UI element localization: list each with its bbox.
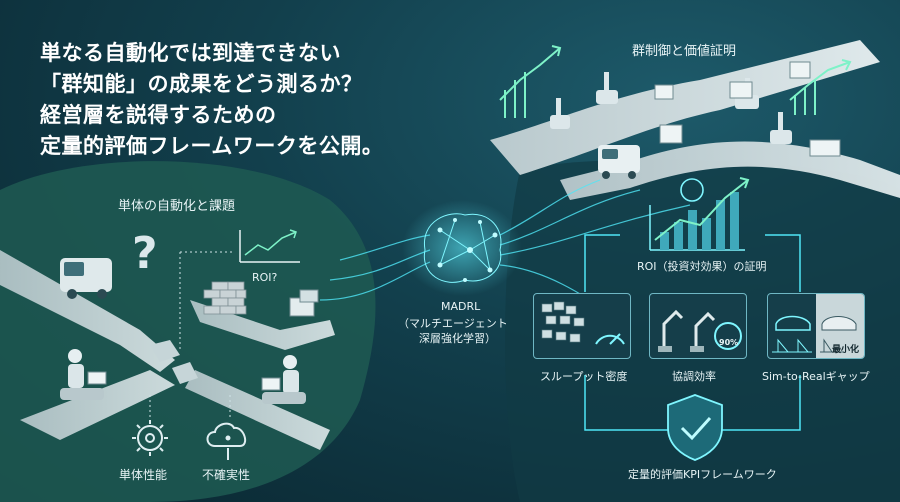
standalone-performance-label: 単体性能 [119, 468, 168, 482]
robot-left-icon [60, 349, 107, 400]
road-left-lower-right [185, 370, 330, 450]
left-section-title: 単体の自動化と課題 [118, 199, 236, 214]
robot-right-icon [261, 355, 306, 404]
coordination-label: 協調効率 [672, 370, 716, 383]
headline-line-3: 経営層を説得するための [40, 103, 277, 127]
right-section-title: 群制御と価値証明 [632, 44, 737, 59]
roi-proof-label: ROI（投資対効果）の証明 [637, 260, 767, 273]
question-mark: ? [132, 228, 158, 279]
framework-label: 定量的評価KPIフレームワーク [628, 468, 777, 481]
brain-label: MADRL [441, 300, 481, 313]
robot-arms-icon [658, 309, 742, 352]
road-fragment [172, 362, 198, 384]
car-icon [772, 294, 864, 358]
brick-wall-icon [203, 281, 247, 315]
headline-line-1: 単なる自動化では到達できない [40, 41, 341, 65]
sim-to-real-label: Sim-to-Realギャップ [762, 370, 870, 383]
truck-right-icon [598, 145, 640, 179]
uncertainty-label: 不確実性 [202, 468, 251, 482]
coordination-panel: 90% [649, 293, 747, 359]
roi-question-chart-icon [239, 229, 300, 263]
dotted-connectors [149, 251, 235, 420]
growth-chart-top-right-icon [789, 59, 852, 115]
road-right [490, 40, 880, 175]
headline-line-4: 定量的評価フレームワークを公開。 [40, 134, 384, 158]
truck-left-icon [60, 258, 112, 299]
brain-sublabel-2: 深層強化学習） [419, 332, 496, 345]
road-left-bottom [20, 370, 175, 440]
shield-check-icon [667, 394, 723, 461]
gear-icon [132, 420, 168, 456]
headline: 単なる自動化では到達できない 「群知能」の成果をどう測るか？ 経営層を説得するた… [40, 38, 383, 162]
brain-network-icon [423, 213, 502, 283]
sim-to-real-panel: 最小化 [767, 293, 865, 359]
package-boxes-left-icon [289, 289, 319, 317]
framework-frame-lines [584, 234, 801, 431]
brain-sublabel-1: （マルチエージェント [398, 317, 508, 330]
throughput-label: スループット密度 [540, 370, 628, 383]
roi-question-label: ROI? [252, 271, 278, 284]
throughput-panel [533, 293, 631, 359]
cloud-warning-icon [206, 422, 247, 460]
headline-line-2: 「群知能」の成果をどう測るか？ [40, 72, 363, 96]
minimize-badge: 最小化 [832, 345, 860, 355]
road-fragment [150, 340, 180, 362]
throughput-icon [541, 301, 625, 345]
package-boxes-right-icon [654, 61, 841, 157]
road-left-top [0, 250, 175, 372]
coordination-value: 90% [719, 338, 739, 347]
brain-nodes [437, 218, 498, 282]
roi-proof-chart-icon [649, 177, 750, 251]
robot-arm-icons [550, 72, 792, 144]
growth-chart-top-left-icon [499, 45, 562, 118]
